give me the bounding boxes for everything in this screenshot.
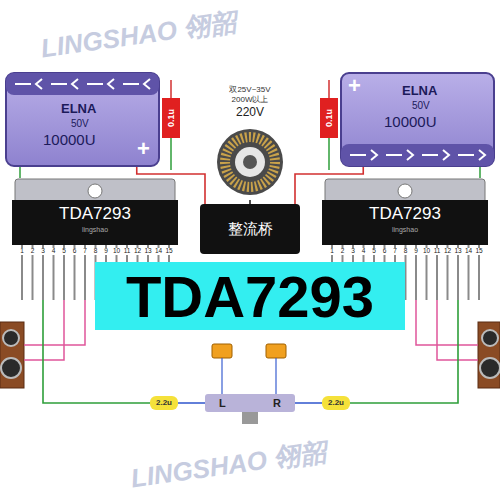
node-text: L [219,398,226,409]
pin-number: 12 [443,248,452,255]
pin-number: 9 [412,248,421,255]
pin-number: 13 [144,248,153,255]
node-text: 10000U [384,114,437,129]
toroidal-transformer: 双25V~35V 200W以上 220V [205,86,295,200]
volume-potentiometer: LR [205,394,295,412]
node-text: 220V [205,106,295,118]
title-banner: TDA7293 [95,262,405,330]
pin-number: 4 [359,248,368,255]
wire [295,402,322,404]
node-text: 10000U [43,132,96,147]
film-capacitor: 0.1u [162,98,180,138]
pin-number: 8 [401,248,410,255]
pin-number: 2 [28,248,37,255]
node-text: R [273,398,281,409]
electrolytic-capacitor: ELNA 50V 10000U + [5,72,160,167]
node-text: 双25V~35V [205,86,295,94]
speaker-left [0,322,24,388]
node-text: 50V [71,119,89,129]
pin-number: 12 [133,248,142,255]
node-text: + [348,75,361,97]
watermark: LINGSHAO 翎韶 [129,438,327,491]
pin-number: 3 [39,248,48,255]
capacitor-symbol [212,344,232,358]
node-text: TDA7293 [322,205,488,222]
node-text: 2.2u [322,399,350,407]
pin-number: 6 [70,248,79,255]
pin-number: 10 [112,248,121,255]
node-text: 0.1u [167,109,176,127]
node-text: 2.2u [150,399,178,407]
pin-number: 5 [60,248,69,255]
watermark: LINGSHAO 翎韶 [39,8,237,61]
coupling-capacitor: 2.2u [150,396,178,410]
film-capacitor: 0.1u [320,98,338,138]
coupling-capacitor: 2.2u [322,396,350,410]
pin-number: 1 [18,248,27,255]
capacitor-symbol [266,344,286,358]
pin-number: 7 [391,248,400,255]
node-text: 200W以上 [205,96,295,104]
node-text: ELNA [402,84,437,97]
speaker-wire [24,298,85,345]
pin-number: 3 [349,248,358,255]
node-text: 50V [412,101,430,111]
node-text: TDA7293 [12,205,178,222]
pin-number: 5 [370,248,379,255]
pin-number: 2 [338,248,347,255]
pin-number: 14 [464,248,473,255]
pin-number: 11 [123,248,132,255]
pin-number: 10 [422,248,431,255]
pin-number: 8 [91,248,100,255]
pin-number: 14 [154,248,163,255]
wire [178,402,205,404]
pin-number: 7 [81,248,90,255]
pin-number: 9 [102,248,111,255]
rectifier-bridge: 整流桥 [200,204,300,254]
node-text: lingshao [12,226,178,233]
pin-number: 15 [475,248,484,255]
node-text: TDA7293 [95,268,405,326]
node-text: 0.1u [325,109,334,127]
pin-number: 6 [380,248,389,255]
pot-shaft [242,412,258,424]
node-text: lingshao [322,226,488,233]
pin-number: 13 [454,248,463,255]
electrolytic-capacitor: + ELNA 50V 10000U [340,72,495,167]
node-text: + [137,138,150,160]
pin-number: 1 [328,248,337,255]
node-text: ELNA [61,102,96,115]
pin-number: 4 [49,248,58,255]
speaker-right [478,322,500,388]
pin-number: 15 [165,248,174,255]
node-text: 整流桥 [200,221,300,236]
pin-number: 11 [433,248,442,255]
